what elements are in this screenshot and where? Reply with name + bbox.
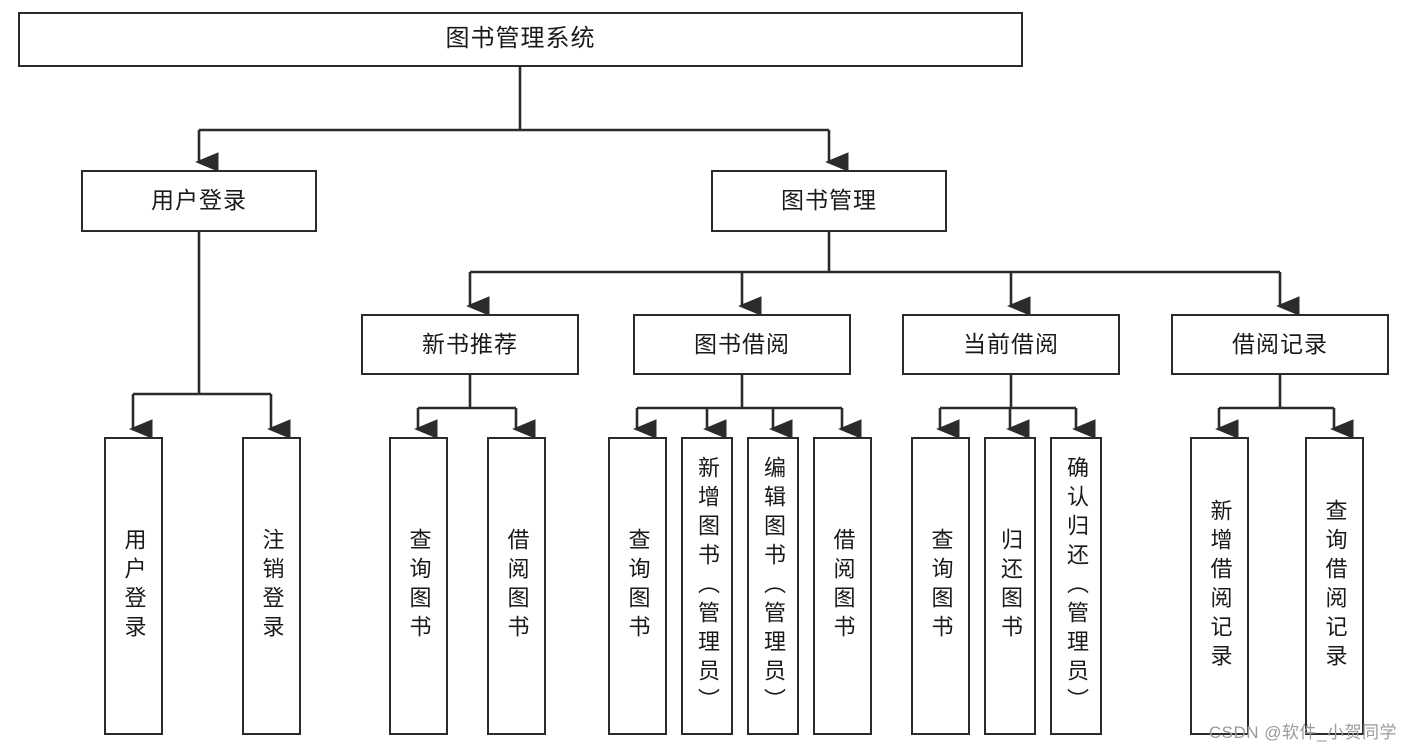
node-current-borrow[interactable]: 当前借阅: [902, 314, 1120, 375]
node-current-borrow-label: 当前借阅: [963, 330, 1059, 357]
node-leaf-user-login[interactable]: 用户登录: [104, 437, 163, 735]
node-user-login[interactable]: 用户登录: [81, 170, 317, 232]
edge-group-root: [195, 67, 849, 172]
node-leaf-borrow-query-book[interactable]: 查询图书: [608, 437, 667, 735]
edge-group-book-borrow: [633, 375, 862, 439]
edge-group-new-book-rec: [414, 375, 536, 439]
node-leaf-borrow-query-book-label: 查询图书: [625, 528, 651, 644]
node-leaf-borrow-book[interactable]: 借阅图书: [813, 437, 872, 735]
node-leaf-return-book[interactable]: 归还图书: [984, 437, 1036, 735]
edge-group-borrow-record: [1215, 375, 1354, 439]
node-leaf-cur-query-book[interactable]: 查询图书: [911, 437, 970, 735]
edge-group-current-borrow: [936, 375, 1096, 439]
node-leaf-add-book-admin-label: 新增图书（管理员）: [695, 455, 720, 717]
edge-group-book-manage: [466, 232, 1300, 316]
node-borrow-record-label: 借阅记录: [1232, 330, 1328, 357]
node-leaf-edit-book-admin[interactable]: 编辑图书（管理员）: [747, 437, 799, 735]
node-leaf-user-logout[interactable]: 注销登录: [242, 437, 301, 735]
node-leaf-edit-book-admin-label: 编辑图书（管理员）: [761, 455, 786, 717]
node-leaf-cur-query-book-label: 查询图书: [928, 528, 954, 644]
node-leaf-query-borrow-record[interactable]: 查询借阅记录: [1305, 437, 1364, 735]
node-book-borrow[interactable]: 图书借阅: [633, 314, 851, 375]
node-new-book-rec-label: 新书推荐: [422, 330, 518, 357]
node-leaf-confirm-return-admin-label: 确认归还（管理员）: [1064, 455, 1089, 717]
node-book-manage-label: 图书管理: [781, 187, 877, 214]
node-leaf-add-book-admin[interactable]: 新增图书（管理员）: [681, 437, 733, 735]
node-leaf-query-borrow-record-label: 查询借阅记录: [1322, 499, 1348, 673]
watermark-text: CSDN @软件_小贺同学: [1208, 723, 1397, 742]
node-leaf-user-logout-label: 注销登录: [259, 528, 285, 644]
node-leaf-rec-borrow-book-label: 借阅图书: [504, 528, 530, 644]
node-borrow-record[interactable]: 借阅记录: [1171, 314, 1389, 375]
node-leaf-add-borrow-record[interactable]: 新增借阅记录: [1190, 437, 1249, 735]
node-leaf-add-borrow-record-label: 新增借阅记录: [1207, 499, 1233, 673]
node-book-manage[interactable]: 图书管理: [711, 170, 947, 232]
edge-group-user-login: [129, 232, 291, 439]
node-leaf-confirm-return-admin[interactable]: 确认归还（管理员）: [1050, 437, 1102, 735]
node-root[interactable]: 图书管理系统: [18, 12, 1023, 67]
node-book-borrow-label: 图书借阅: [694, 330, 790, 357]
node-leaf-rec-query-book-label: 查询图书: [406, 528, 432, 644]
node-user-login-label: 用户登录: [151, 187, 247, 214]
node-root-label: 图书管理系统: [445, 25, 596, 53]
node-leaf-user-login-label: 用户登录: [121, 528, 147, 644]
node-new-book-rec[interactable]: 新书推荐: [361, 314, 579, 375]
node-leaf-borrow-book-label: 借阅图书: [830, 528, 856, 644]
node-leaf-rec-query-book[interactable]: 查询图书: [389, 437, 448, 735]
node-leaf-return-book-label: 归还图书: [998, 528, 1023, 644]
node-leaf-rec-borrow-book[interactable]: 借阅图书: [487, 437, 546, 735]
